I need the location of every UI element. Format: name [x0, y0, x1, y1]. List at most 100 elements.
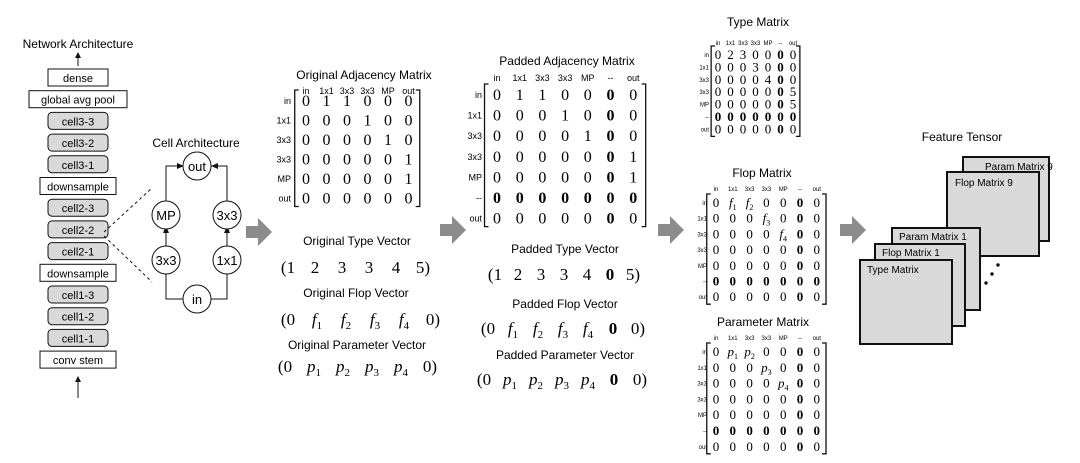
matrix-cell: 5	[790, 84, 797, 99]
network-layer-label: downsample	[47, 182, 109, 194]
vector-entry: 0)	[426, 310, 440, 329]
network-cell-block	[47, 220, 109, 239]
matrix-cell: 0	[561, 87, 569, 104]
param-matrix-title: Parameter Matrix	[717, 315, 809, 329]
matrix-cell: 0	[584, 149, 592, 166]
network-cell-block	[47, 133, 109, 152]
matrix-cell: 0	[814, 344, 821, 359]
matrix-cell: 0	[713, 407, 720, 422]
cell-graph: out MP 3x3 3x3 1x1 in	[151, 151, 242, 314]
cell-node-mp-label: MP	[156, 208, 176, 223]
matrix-cell: 0	[780, 407, 787, 422]
vector-entry: 0	[609, 319, 618, 338]
matrix-cell: 0	[740, 59, 747, 74]
matrix-cell: 0	[763, 423, 770, 438]
matrix-cell: 0	[302, 93, 310, 110]
matrix-cell: 0	[746, 258, 753, 273]
matrix-cell: 0	[493, 87, 501, 104]
matrix-cell: 0	[302, 113, 310, 130]
matrix-cell: 0	[713, 258, 720, 273]
vector-entry: (0	[477, 370, 491, 389]
cell-arrowhead	[177, 163, 184, 169]
cell-node-1x1-label: 1x1	[217, 253, 238, 268]
matrix-cell: 0	[790, 59, 797, 74]
vector-entry: 5)	[626, 265, 640, 284]
matrix-cell: 0	[516, 169, 524, 186]
matrix-col-header: out	[789, 41, 798, 47]
network-layer-label: cell1-2	[62, 312, 94, 324]
matrix-col-header: 3x3	[558, 73, 573, 83]
matrix-cell: 0	[713, 439, 720, 454]
matrix-cell: 5	[790, 97, 797, 112]
network-cell-block	[47, 285, 109, 304]
matrix-cell: 0	[730, 407, 737, 422]
matrix-cell: 0	[763, 226, 770, 241]
matrix-row-header: 3x3	[276, 155, 291, 165]
tensor-label-flop-9: Flop Matrix 9	[955, 178, 1013, 189]
network-cell-block	[47, 111, 109, 130]
matrix-cell: 0	[746, 423, 753, 438]
cell-node-3x3-right-label: 3x3	[217, 208, 238, 223]
matrix-col-header: out	[402, 86, 415, 96]
vector-entry: f3	[558, 319, 569, 341]
matrix-cell: 0	[343, 113, 351, 130]
matrix-cell: 1	[364, 113, 372, 130]
matrix-cell: f3	[763, 211, 771, 228]
matrix-cell: 0	[323, 113, 331, 130]
matrix-cell: 0	[797, 211, 804, 226]
matrix-cell: 0	[740, 109, 747, 124]
vector-entry: f1	[508, 319, 518, 341]
matrix-cell: 0	[493, 108, 501, 125]
vector-entry: 5)	[416, 258, 430, 277]
matrix-cell: 0	[780, 344, 787, 359]
matrix-cell: 0	[730, 274, 737, 289]
matrix-cell: 0	[629, 108, 637, 125]
matrix-cell: 0	[561, 190, 569, 207]
matrix-cell: 0	[538, 211, 546, 228]
matrix-cell: 0	[797, 258, 804, 273]
matrix-cell: f2	[746, 195, 754, 212]
cell-node-mp	[151, 200, 181, 230]
matrix-cell: 0	[730, 376, 737, 391]
tensor-ellipsis-dot	[996, 263, 1000, 267]
matrix-row-header: in	[284, 96, 291, 106]
vector-entry: p1	[306, 357, 321, 379]
network-title: Network Architecture	[23, 37, 134, 51]
matrix-col-header: out	[627, 73, 640, 83]
matrix-cell: 0	[607, 169, 615, 186]
matrix-cell: 0	[323, 171, 331, 188]
matrix-cell: p3	[760, 360, 772, 377]
matrix-cell: 0	[715, 47, 722, 62]
matrix-cell: 0	[746, 407, 753, 422]
vector-entry: 4	[392, 258, 401, 277]
matrix-col-header: 3x3	[762, 187, 772, 193]
matrix-left-bracket	[483, 83, 489, 228]
matrix-cell: 0	[561, 169, 569, 186]
matrix-cell: 0	[302, 191, 310, 208]
matrix-cell: 0	[715, 109, 722, 124]
network-layer-label: dense	[63, 73, 93, 85]
matrix-cell: 0	[384, 152, 392, 169]
matrix-row-header: 3x3	[699, 90, 709, 96]
matrix-cell: 0	[538, 149, 546, 166]
matrix-cell: 0	[763, 344, 770, 359]
network-cell-block	[47, 307, 109, 326]
tensor-label-param-9: Param Matrix 9	[985, 162, 1053, 173]
matrix-cell: 0	[405, 191, 413, 208]
matrix-cell: 0	[752, 84, 759, 99]
matrix-cell: 0	[746, 376, 753, 391]
vector-entry: 3	[560, 265, 569, 284]
vector-entry: 0)	[633, 370, 647, 389]
cell-node-3x3-left-label: 3x3	[156, 253, 177, 268]
matrix-cell: 0	[797, 242, 804, 257]
matrix-cell: 0	[765, 121, 772, 136]
matrix-cell: 1	[584, 128, 592, 145]
matrix-row-header: MP	[469, 172, 483, 182]
matrix-right-bracket	[795, 45, 801, 138]
matrix-cell: 0	[538, 108, 546, 125]
vector-entry: 3	[537, 265, 546, 284]
vector-entry: 0	[610, 370, 619, 389]
